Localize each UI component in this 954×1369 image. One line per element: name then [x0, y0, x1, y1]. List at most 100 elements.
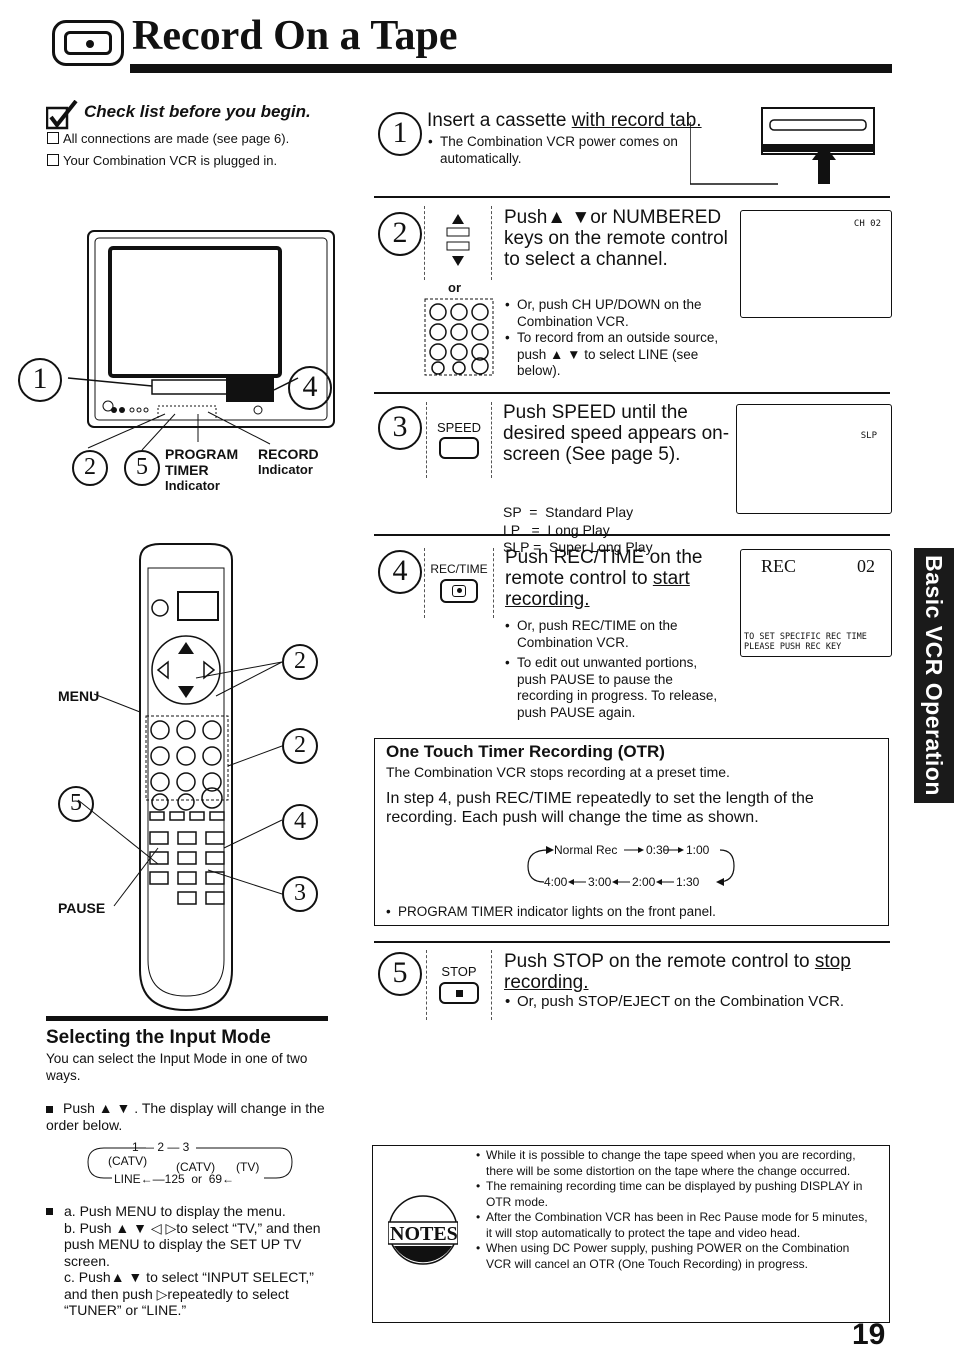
- or-label: or: [448, 280, 461, 295]
- checklist-title: Check list before you begin.: [84, 102, 311, 121]
- title-rule: [130, 64, 892, 73]
- step-divider: [374, 392, 890, 394]
- page-number: 19: [852, 1318, 886, 1351]
- step-1-number: 1: [378, 112, 422, 156]
- step-5-bullet: Or, push STOP/EJECT on the Combination V…: [505, 993, 844, 1011]
- osd-rec-line2: PLEASE PUSH REC KEY: [744, 642, 842, 652]
- step-1-bullet: The Combination VCR power comes on autom…: [428, 134, 688, 167]
- callout-3: 3: [282, 876, 318, 912]
- step-divider: [374, 534, 890, 536]
- input-order-arrows: [87, 1147, 293, 1179]
- otr-cycle-item: 0:30: [646, 843, 670, 857]
- note-item: While it is possible to change the tape …: [476, 1148, 874, 1179]
- osd-rec-screen: REC 02 TO SET SPECIFIC REC TIME PLEASE P…: [740, 549, 892, 657]
- osd-channel-text: CH 02: [853, 219, 881, 229]
- step-5-number: 5: [378, 952, 422, 996]
- rec-time-key: REC/TIME: [424, 548, 494, 618]
- selecting-title: Selecting the Input Mode: [46, 1027, 271, 1048]
- otr-cycle-arrows: [527, 846, 735, 886]
- note-item: After the Combination VCR has been in Re…: [476, 1210, 874, 1241]
- callout-2: 2: [282, 644, 318, 680]
- speed-key-label: SPEED: [436, 420, 482, 435]
- otr-cycle-item: 3:00: [588, 875, 612, 889]
- callout-1: 1: [18, 358, 62, 402]
- input-order-diagram: 1 — 2 — 3 (CATV) (CATV) (TV) LINE←—125 o…: [86, 1140, 296, 1186]
- notes-label: NOTES: [390, 1223, 458, 1245]
- otr-box: [374, 738, 889, 926]
- otr-cycle-item: 2:00: [632, 875, 656, 889]
- otr-cycle-diagram: Normal Rec 0:30 1:00 4:00 3:00 2:00 1:30: [520, 838, 750, 890]
- callout-4: 4: [288, 366, 332, 410]
- callout-5: 5: [124, 450, 160, 486]
- otr-cycle-item: Normal Rec: [554, 843, 618, 857]
- step-4-number: 4: [378, 550, 422, 594]
- step-3-number: 3: [378, 406, 422, 450]
- checklist-item: Your Combination VCR is plugged in.: [47, 153, 277, 168]
- step-divider: [374, 196, 890, 198]
- callout-2: 2: [282, 728, 318, 764]
- input-order-bottom: LINE←—125 or 69←: [114, 1172, 235, 1186]
- rec-button-icon: [440, 579, 478, 603]
- notes-badge-shape: [388, 1195, 458, 1265]
- callout-lines: [77, 661, 283, 907]
- checklist-item: All connections are made (see page 6).: [47, 131, 289, 146]
- checkmark-icon: [46, 100, 78, 130]
- channel-arrows-icon: [446, 214, 470, 266]
- menu-label: MENU: [58, 688, 100, 704]
- note-item: When using DC Power supply, pushing POWE…: [476, 1241, 874, 1272]
- otr-note: PROGRAM TIMER indicator lights on the fr…: [386, 904, 716, 921]
- callout-5: 5: [58, 786, 94, 822]
- step-2-number: 2: [378, 212, 422, 256]
- cassette-tab-illustration: [690, 107, 875, 185]
- otr-cycle-item: 4:00: [544, 875, 568, 889]
- input-order-catv: (CATV): [108, 1154, 148, 1168]
- note-item: The remaining recording time can be disp…: [476, 1179, 874, 1210]
- selecting-push-item: Push ▲ ▼ . The display will change in th…: [46, 1100, 325, 1133]
- osd-rec-line1: TO SET SPECIFIC REC TIME: [744, 632, 867, 642]
- numbered-keys-icon: [424, 298, 494, 376]
- selecting-menu-steps: a. Push MENU to display the menu. b. Pus…: [46, 1203, 326, 1319]
- callout-4: 4: [282, 804, 318, 840]
- input-order-catv: (CATV): [176, 1160, 216, 1174]
- notes-list: While it is possible to change the tape …: [476, 1148, 874, 1272]
- step-4-bullets: Or, push REC/TIME on the Combination VCR…: [505, 618, 729, 721]
- osd-speed-screen: SLP: [736, 404, 892, 514]
- pause-label: PAUSE: [58, 900, 106, 916]
- otr-description: The Combination VCR stops recording at a…: [386, 764, 730, 780]
- input-order-tv: (TV): [236, 1160, 260, 1174]
- speed-key: SPEED: [426, 402, 492, 478]
- stop-button-icon: [439, 982, 479, 1004]
- osd-rec-text: REC: [761, 556, 797, 576]
- cassette-icon: [52, 20, 124, 66]
- page-title: Record On a Tape: [132, 13, 458, 59]
- callout-2: 2: [72, 450, 108, 486]
- selecting-description: You can select the Input Mode in one of …: [46, 1051, 308, 1083]
- osd-rec-channel: 02: [857, 556, 875, 576]
- channel-updown-keys: [424, 206, 492, 280]
- step-4-instruction: Push REC/TIME on the remote control to s…: [505, 547, 703, 610]
- notes-box: [372, 1145, 890, 1323]
- speed-button-icon: [439, 437, 479, 459]
- remote-control-illustration: [139, 543, 233, 1012]
- rec-time-key-label: REC/TIME: [430, 562, 488, 576]
- step-2-instruction: Push▲ ▼or NUMBERED keys on the remote co…: [504, 207, 728, 270]
- otr-body: In step 4, push REC/TIME repeatedly to s…: [386, 790, 814, 826]
- osd-channel-screen: CH 02: [740, 210, 892, 318]
- input-order-top: 1 — 2 — 3: [132, 1140, 190, 1154]
- stop-key-label: STOP: [441, 964, 477, 979]
- section-rule: [46, 1016, 328, 1021]
- notes-badge: NOTES: [388, 1190, 458, 1272]
- side-tab-label: Basic VCR Operation: [921, 555, 947, 796]
- otr-cycle-item: 1:30: [676, 875, 700, 889]
- stop-key: STOP: [426, 950, 492, 1020]
- step-3-instruction: Push SPEED until the desired speed appea…: [503, 402, 730, 465]
- otr-title: One Touch Timer Recording (OTR): [386, 742, 665, 761]
- step-divider: [374, 941, 890, 943]
- step-5-instruction: Push STOP on the remote control to stop …: [504, 951, 851, 993]
- section-side-tab: Basic VCR Operation: [914, 548, 954, 803]
- otr-cycle-item: 1:00: [686, 843, 710, 857]
- step-1-instruction: Insert a cassette with record tab.: [427, 110, 702, 131]
